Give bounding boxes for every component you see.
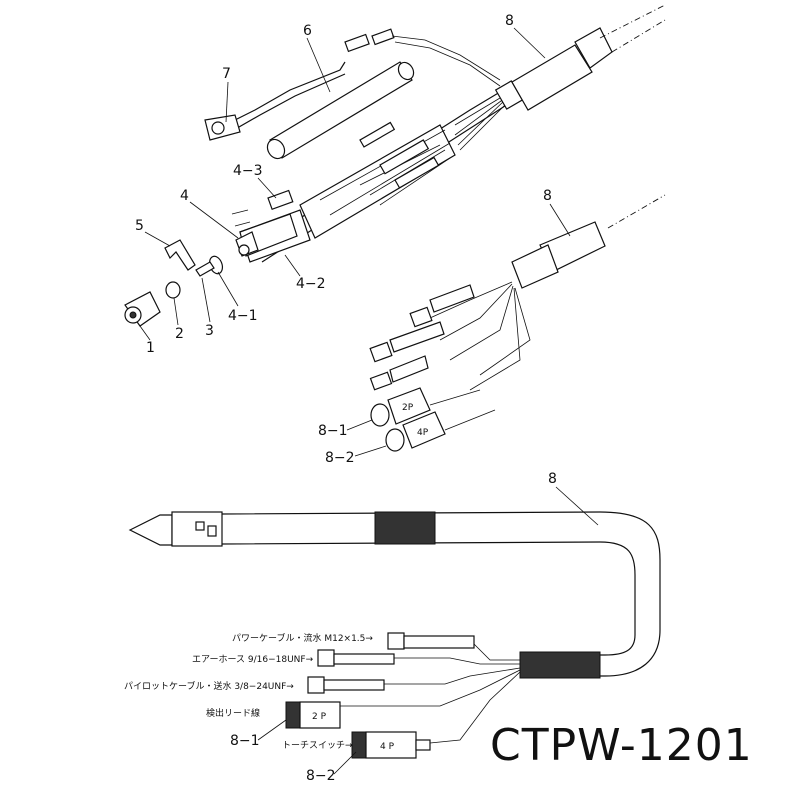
label-8-1-bottom: 8−1	[230, 733, 260, 749]
label-8-top: 8	[505, 13, 514, 29]
label-8-bottom: 8	[548, 471, 557, 487]
callout-air-hose: エアーホース 9/16−18UNF→	[192, 654, 314, 665]
assembled-torch: 2 P 4 P	[128, 511, 661, 759]
callout-pilot-cable: パイロットケーブル・送水 3/8−24UNF→	[124, 680, 294, 692]
bottom-labels: 8 パワーケーブル・流水 M12×1.5→ エアーホース 9/16−18UNF→…	[124, 471, 599, 784]
connector-4p-bottom: 4 P	[380, 742, 395, 752]
connector-4p-mid: 4P	[417, 428, 429, 438]
label-6: 6	[303, 23, 312, 39]
label-8-2-bottom: 8−2	[306, 768, 336, 784]
exploded-torch-head	[124, 4, 666, 327]
label-4-1: 4−1	[228, 308, 258, 324]
label-8-mid: 8	[543, 188, 552, 204]
callout-detect-lead: 検出リード線	[206, 707, 260, 719]
label-4-2: 4−2	[296, 276, 326, 292]
callout-power-cable: パワーケーブル・流水 M12×1.5→	[232, 632, 373, 644]
connector-2p-bottom: 2 P	[312, 712, 327, 722]
cable-end-view: 2P 4P	[369, 194, 666, 452]
label-4-3: 4−3	[233, 163, 263, 179]
middle-part-labels: 8 8−1 8−2	[318, 188, 571, 466]
label-1: 1	[146, 340, 155, 356]
label-7: 7	[222, 66, 231, 82]
label-5: 5	[135, 218, 144, 234]
label-4: 4	[180, 188, 189, 204]
connector-2p-mid: 2P	[402, 403, 414, 413]
callout-torch-switch: トーチスイッチ→	[282, 740, 353, 751]
label-8-2-mid: 8−2	[325, 450, 355, 466]
label-3: 3	[205, 323, 214, 339]
top-part-labels: 6 7 8 4−3 4 5 4−2 4−1 3 2 1	[135, 13, 546, 356]
label-8-1-mid: 8−1	[318, 423, 348, 439]
label-2: 2	[175, 326, 184, 342]
model-number: CTPW-1201	[490, 720, 753, 771]
